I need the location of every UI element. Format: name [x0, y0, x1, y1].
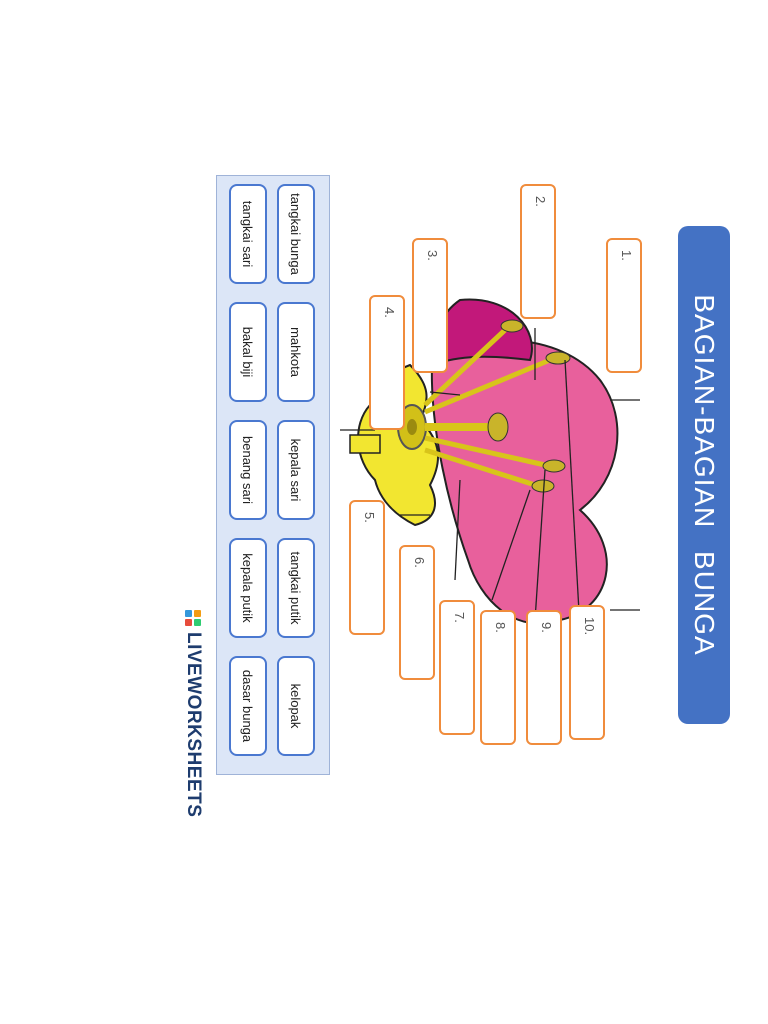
- answer-number: 1.: [619, 250, 634, 261]
- answer-box-9[interactable]: 9.: [526, 610, 562, 745]
- answer-box-10[interactable]: 10.: [569, 605, 605, 740]
- answer-box-2[interactable]: 2.: [520, 184, 556, 319]
- answer-number: 7.: [452, 612, 467, 623]
- stalk: [349, 434, 381, 454]
- word-dasar-bunga[interactable]: dasar bunga: [229, 656, 267, 756]
- pointer-lines: [340, 328, 640, 631]
- word-tangkai-bunga[interactable]: tangkai bunga: [277, 184, 315, 284]
- answer-box-4[interactable]: 4.: [369, 295, 405, 430]
- word-kepala-putik[interactable]: kepala putik: [229, 538, 267, 638]
- worksheet: BAGIAN-BAGIAN BUNGA: [170, 175, 730, 817]
- answer-box-8[interactable]: 8.: [480, 610, 516, 745]
- word-benang-sari[interactable]: benang sari: [229, 420, 267, 520]
- answer-box-7[interactable]: 7.: [439, 600, 475, 735]
- answer-number: 8.: [493, 622, 508, 633]
- answer-number: 2.: [533, 196, 548, 207]
- liveworksheets-logo: LIVEWORKSHEETS: [176, 610, 210, 817]
- answer-box-1[interactable]: 1.: [606, 238, 642, 373]
- answer-box-5[interactable]: 5.: [349, 500, 385, 635]
- answer-number: 6.: [412, 557, 427, 568]
- flower-diagram: [340, 298, 640, 631]
- brand-name: LIVEWORKSHEETS: [183, 632, 204, 818]
- answer-number: 10.: [582, 617, 597, 636]
- word-mahkota[interactable]: mahkota: [277, 302, 315, 402]
- word-tangkai-sari[interactable]: tangkai sari: [229, 184, 267, 284]
- word-tangkai-putik[interactable]: tangkai putik: [277, 538, 315, 638]
- word-kepala-sari[interactable]: kepala sari: [277, 420, 315, 520]
- answer-number: 3.: [425, 250, 440, 261]
- stigma: [487, 412, 509, 442]
- answer-number: 5.: [362, 512, 377, 523]
- anthers: [500, 319, 571, 493]
- answer-number: 4.: [382, 307, 397, 318]
- answer-box-3[interactable]: 3.: [412, 238, 448, 373]
- answer-number: 9.: [539, 622, 554, 633]
- ovule: [407, 419, 417, 435]
- word-kelopak[interactable]: kelopak: [277, 656, 315, 756]
- logo-icon: [185, 610, 201, 626]
- word-bank: tangkai bunga mahkota kepala sari tangka…: [216, 175, 330, 775]
- word-bakal-biji[interactable]: bakal biji: [229, 302, 267, 402]
- answer-box-6[interactable]: 6.: [399, 545, 435, 680]
